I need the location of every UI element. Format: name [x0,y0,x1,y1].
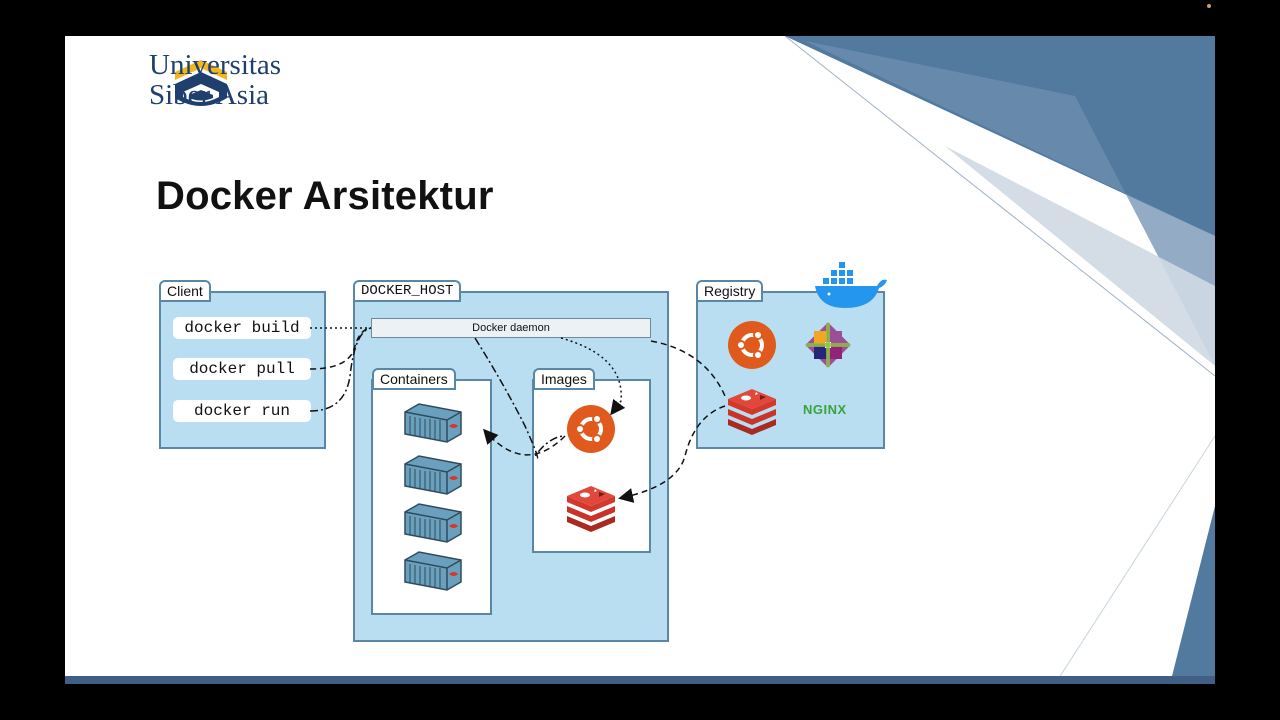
registry-ubuntu-icon [726,319,778,371]
logo-line-1: Universitas [149,49,282,81]
docker-run-command: docker run [173,400,311,422]
container-3-icon [404,503,462,543]
registry-panel [696,291,885,449]
redis-image-icon [567,486,615,532]
decorative-triangles [784,36,1215,684]
slide-title: Docker Arsitektur [156,174,494,218]
docker-host-label: DOCKER_HOST [353,280,462,302]
images-label: Images [533,368,595,390]
client-label: Client [159,280,211,302]
docker-build-command: docker build [173,317,311,339]
registry-redis-icon [728,389,776,435]
container-4-icon [404,551,462,591]
footer-bar [65,676,1215,684]
status-dot [1207,4,1211,8]
university-name: Universitas Siber Asia [149,50,281,110]
ubuntu-image-icon [565,403,617,455]
diagram-graphics [309,262,887,591]
centos-icon [805,322,851,368]
containers-label: Containers [372,368,456,390]
logo-line-2: Siber Asia [149,79,270,111]
slide: Universitas Siber Asia Docker Arsitektur… [65,36,1215,684]
container-1-icon [404,403,462,443]
docker-whale-icon [815,262,887,308]
university-logo [175,60,227,106]
nginx-logo-text: NGINX [803,402,847,417]
docker-pull-command: docker pull [173,358,311,380]
container-2-icon [404,455,462,495]
registry-label: Registry [696,280,764,302]
docker-daemon-bar: Docker daemon [371,318,651,338]
